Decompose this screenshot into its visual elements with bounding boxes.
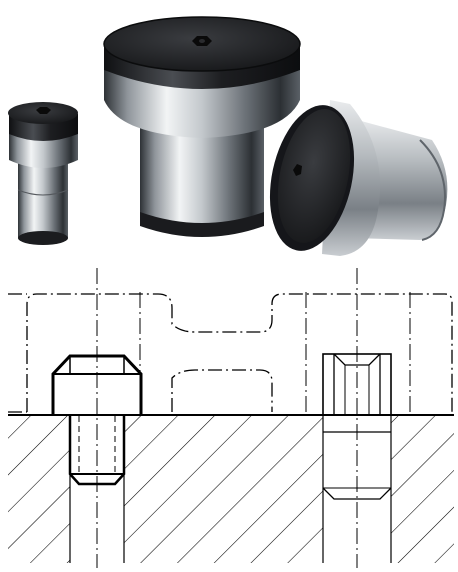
lying-pin bbox=[269, 100, 448, 256]
large-pin bbox=[103, 16, 301, 237]
hex-socket-icon bbox=[36, 107, 51, 114]
small-pin bbox=[8, 102, 78, 245]
center-lines bbox=[96, 268, 411, 568]
section-drawing bbox=[8, 268, 454, 568]
hex-socket-icon bbox=[293, 164, 302, 176]
base-plate bbox=[8, 414, 454, 563]
upper-die-outline bbox=[8, 293, 453, 413]
product-photo bbox=[8, 16, 448, 256]
